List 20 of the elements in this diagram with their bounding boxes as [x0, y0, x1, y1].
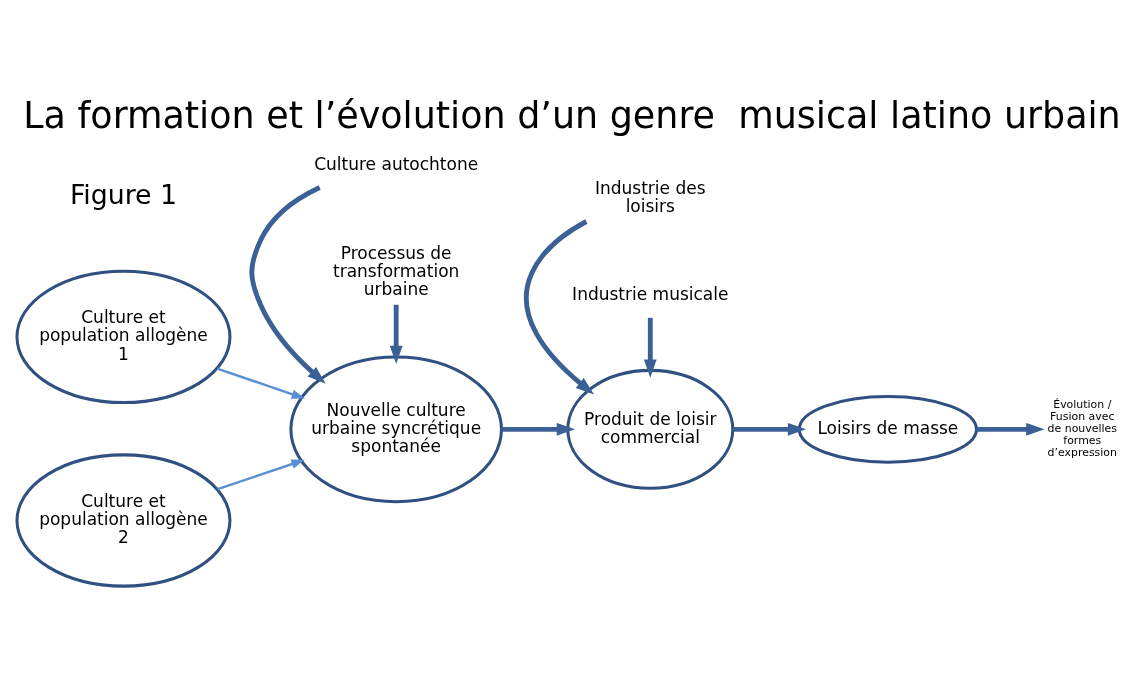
arrow — [249, 185, 326, 384]
node-text: Industrie des loisirs — [595, 177, 706, 217]
arrow — [216, 367, 305, 399]
node-ellipse: Loisirs de masse — [797, 395, 978, 464]
arrow — [976, 422, 1045, 436]
diagram-title: La formation et l’évolution d’un genre musical latino urbain — [23, 93, 1121, 137]
node-ellipse: Culture et population allogène 1 — [15, 269, 232, 405]
node-text: Culture autochtone — [314, 154, 479, 175]
arrow — [733, 422, 807, 436]
arrow — [389, 304, 403, 365]
arrow — [501, 422, 575, 436]
label: Figure 1 — [69, 178, 178, 210]
node-ellipse: Culture et population allogène 2 — [15, 453, 232, 588]
node-ellipse: Produit de loisir commercial — [566, 368, 735, 490]
node-text: Industrie musicale — [572, 284, 729, 305]
arrow — [217, 459, 305, 491]
node-text: Évolution / Fusion avec de nouvelles formes d’expression — [1047, 397, 1117, 460]
arrow — [524, 219, 595, 395]
arrow — [643, 317, 657, 378]
node-text: Processus de transformation urbaine — [333, 242, 460, 300]
